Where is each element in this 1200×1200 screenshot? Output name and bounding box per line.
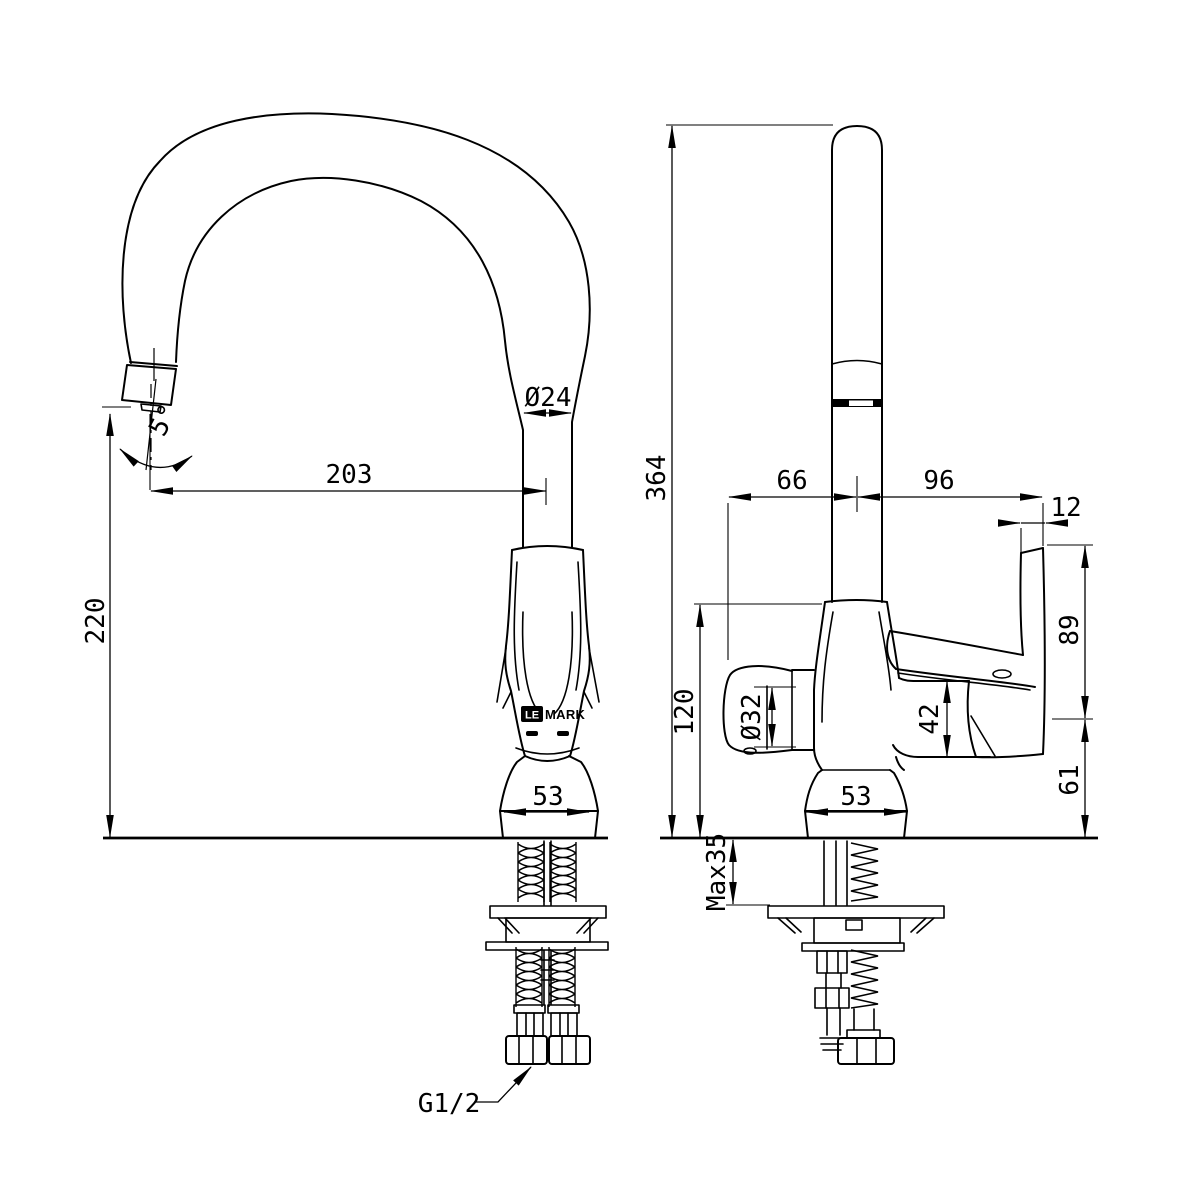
dim-label-base-width-side: 53 bbox=[840, 782, 871, 812]
mount-stud-upper bbox=[543, 840, 552, 906]
base-skirt bbox=[499, 810, 599, 839]
plate-wedges-side bbox=[777, 917, 935, 934]
mounting-plate bbox=[489, 905, 607, 919]
dim-label-spout-diameter: Ø24 bbox=[525, 383, 572, 413]
mounting-washer bbox=[485, 941, 609, 951]
lever-arm-top bbox=[889, 630, 1024, 656]
dim-label-valve-body-height: 42 bbox=[915, 703, 945, 734]
body-shield-right bbox=[553, 611, 574, 715]
plate-wedges bbox=[497, 917, 599, 934]
spout-inner-curve bbox=[175, 176, 524, 548]
dim-label-spout-axis-offset: 66 bbox=[776, 466, 807, 496]
lever-cap-seam bbox=[970, 715, 996, 757]
side-base-skirt bbox=[804, 810, 908, 839]
side-body-left bbox=[813, 601, 826, 771]
dim-label-handle-drop: 61 bbox=[1055, 764, 1085, 795]
side-body-accent-right bbox=[878, 611, 892, 691]
lever-arm-bottom bbox=[895, 668, 1036, 688]
hex-coupling-left bbox=[516, 1012, 544, 1037]
hex-nut-g12-right bbox=[548, 1035, 591, 1065]
lever-blade-left bbox=[1019, 552, 1024, 656]
side-body-right-lower bbox=[895, 756, 905, 771]
knob-neck bbox=[791, 669, 815, 751]
body-accent-left bbox=[513, 561, 520, 691]
body-accent-right bbox=[575, 561, 582, 691]
hex-nut-g12-left bbox=[505, 1035, 548, 1065]
body-shield-left bbox=[521, 611, 542, 715]
dim-label-handle-reach: 96 bbox=[923, 466, 954, 496]
lever-cap-left bbox=[966, 680, 977, 758]
side-knob bbox=[722, 665, 815, 755]
mounting-block bbox=[505, 917, 591, 943]
dim-label-max-deck: Max35 bbox=[702, 833, 732, 911]
body-bowl-line bbox=[515, 747, 580, 755]
dim-label-knob-diameter: Ø32 bbox=[737, 694, 767, 741]
coupler-ring-left bbox=[513, 1004, 546, 1014]
supply-fitting-stack bbox=[814, 950, 850, 1051]
dim-label-overall-height: 364 bbox=[642, 455, 672, 502]
brand-logo: LE MARK bbox=[521, 706, 586, 736]
hose-corrugated bbox=[548, 946, 576, 1008]
side-body-top bbox=[824, 599, 888, 603]
lever-arm-highlight bbox=[897, 672, 1031, 691]
dim-label-body-height: 120 bbox=[670, 689, 700, 736]
lever-cap-bottom bbox=[975, 753, 1044, 759]
spout-outer-curve bbox=[121, 112, 591, 548]
spout-tip-piece bbox=[121, 364, 177, 406]
lever-blade-top bbox=[1020, 547, 1044, 554]
brand-logo-box bbox=[521, 706, 543, 722]
hose-tube-lower bbox=[853, 1008, 875, 1031]
angle-arc bbox=[119, 448, 193, 472]
lever-indicator-dot bbox=[992, 669, 1012, 679]
spout-nozzle bbox=[140, 403, 162, 413]
hex-coupling-right bbox=[550, 1012, 578, 1037]
lever-blade-right bbox=[1042, 547, 1046, 755]
body-fin-left bbox=[496, 647, 512, 709]
knob-bottom-dot bbox=[743, 747, 757, 755]
brand-logo-le: LE bbox=[525, 710, 539, 722]
brand-logo-mark: MARK bbox=[545, 707, 586, 722]
dim-label-spout-reach: 203 bbox=[326, 460, 373, 490]
dim-label-base-width-front: 53 bbox=[532, 782, 563, 812]
body-top-edge bbox=[511, 545, 584, 551]
coupler-ring-side bbox=[846, 1029, 881, 1039]
mounting-plate-side bbox=[767, 905, 945, 919]
indicator-dash-left bbox=[526, 731, 538, 736]
hose-corrugated bbox=[517, 841, 545, 903]
mounting-assembly-right bbox=[767, 840, 945, 1065]
dim-label-handle-rise: 89 bbox=[1055, 614, 1085, 645]
pipe-collar-tab bbox=[849, 400, 873, 406]
leader-thread bbox=[474, 1066, 532, 1103]
pipe-joint-line bbox=[831, 359, 883, 365]
pipe-outline bbox=[831, 125, 883, 603]
body-outline bbox=[504, 549, 591, 762]
body-fin-right bbox=[583, 647, 600, 709]
side-body-accent-left bbox=[821, 611, 834, 723]
hose-corrugated bbox=[549, 841, 577, 903]
dim-label-thread: G1/2 bbox=[418, 1089, 481, 1119]
valve-arm-bottom bbox=[892, 744, 991, 758]
spring-lower bbox=[850, 949, 879, 1009]
hex-nut-side bbox=[837, 1037, 895, 1065]
right-view-faucet bbox=[722, 125, 1046, 1065]
knob-band-lines bbox=[766, 670, 793, 751]
dim-label-spout-height: 220 bbox=[81, 598, 111, 645]
mounting-assembly-left bbox=[485, 840, 609, 1065]
dim-label-handle-width-top: 12 bbox=[1050, 493, 1081, 523]
valve-arm-top bbox=[898, 677, 970, 682]
spring-upper bbox=[850, 842, 879, 902]
handle-lever bbox=[886, 547, 1046, 759]
left-view-faucet: LE MARK bbox=[121, 112, 609, 1065]
mounting-block-tab bbox=[845, 919, 863, 931]
indicator-dash-right bbox=[557, 731, 569, 736]
hose-corrugated bbox=[515, 946, 543, 1008]
mount-stem bbox=[823, 840, 848, 906]
lever-arm-end bbox=[886, 630, 897, 670]
